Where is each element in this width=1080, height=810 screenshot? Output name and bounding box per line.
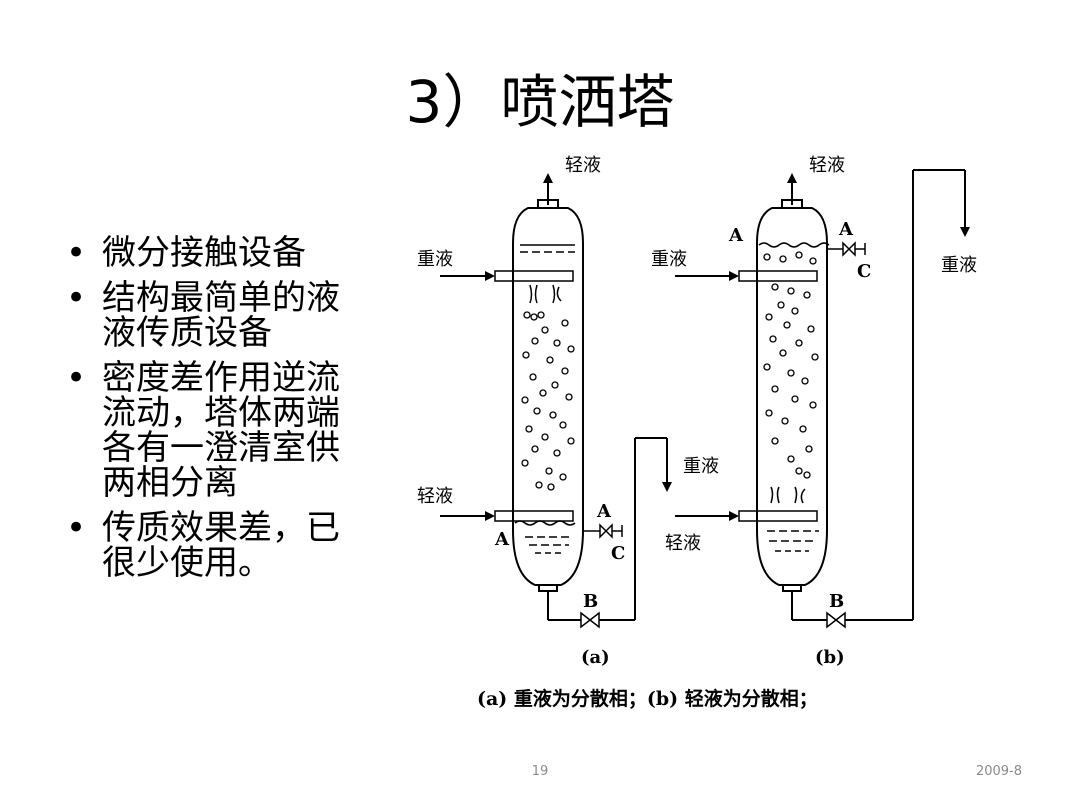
label-light-liquid-in-b: 轻液 — [665, 533, 701, 554]
figure-label-a: (a) — [581, 647, 610, 668]
diagram-labels: 轻液 重液 轻液 A A C B 重液 (a) 轻液 重液 轻液 A A C B… — [417, 155, 977, 710]
column-a — [512, 173, 584, 592]
bullet-dot-icon: • — [66, 358, 87, 398]
spray-tower-diagram: 轻液 重液 轻液 A A C B 重液 (a) 轻液 重液 轻液 A A C B… — [417, 155, 977, 710]
bullet-text: 密度差作用逆流流动，塔体两端各有一澄清室供两相分离 — [102, 358, 340, 503]
bullet-text: 传质效果差，已很少使用。 — [102, 508, 340, 583]
bullet-item: • 微分接触设备 — [62, 236, 372, 271]
column-a-internals — [494, 244, 576, 554]
label-a-valve-b: A — [838, 219, 854, 240]
outlet-pipe-a — [547, 437, 672, 629]
column-b — [756, 173, 828, 592]
bullet-item: • 密度差作用逆流流动，塔体两端各有一澄清室供两相分离 — [62, 361, 372, 501]
bullet-item: • 结构最简单的液液传质设备 — [62, 281, 372, 351]
bullet-list: • 微分接触设备 • 结构最简单的液液传质设备 • 密度差作用逆流流动，塔体两端各有一… — [62, 236, 372, 591]
bullet-text: 微分接触设备 — [102, 233, 306, 273]
inlet-arrows-b — [675, 271, 739, 521]
slide-date: 2009-8 — [975, 764, 1022, 779]
label-light-liquid-top-b: 轻液 — [809, 155, 845, 176]
label-a-a: A — [494, 529, 510, 550]
label-b-a: B — [583, 591, 598, 612]
diagram-caption: (a) 重液为分散相；(b) 轻液为分散相； — [477, 687, 818, 710]
valve-c-b — [827, 241, 866, 257]
label-a-valve-a: A — [596, 501, 612, 522]
bullet-item: • 传质效果差，已很少使用。 — [62, 511, 372, 581]
valve-c-a — [583, 523, 623, 539]
label-light-liquid-top-a: 轻液 — [565, 155, 601, 176]
column-b-internals — [738, 242, 830, 552]
label-light-liquid-in-a: 轻液 — [417, 486, 453, 507]
bullet-dot-icon: • — [66, 233, 87, 273]
bullet-dot-icon: • — [66, 508, 87, 548]
label-heavy-liquid-in-b: 重液 — [651, 249, 687, 270]
label-heavy-liquid-out-a: 重液 — [683, 456, 719, 477]
label-c-a: C — [611, 543, 625, 564]
label-c-b: C — [857, 261, 871, 282]
label-heavy-liquid-in-top-b: 重液 — [941, 255, 977, 276]
droplets-a — [521, 311, 575, 491]
droplets-b — [763, 251, 819, 479]
label-heavy-liquid-in-a: 重液 — [417, 249, 453, 270]
bullet-dot-icon: • — [66, 278, 87, 318]
label-a-b: A — [728, 225, 744, 246]
page-number: 19 — [531, 764, 549, 779]
label-b-b: B — [829, 591, 844, 612]
figure-label-b: (b) — [815, 647, 845, 668]
inlet-arrows-a — [440, 271, 495, 521]
bullet-text: 结构最简单的液液传质设备 — [102, 278, 340, 353]
slide-title: 3）喷洒塔 — [405, 68, 675, 136]
outlet-pipe-b — [791, 169, 970, 629]
